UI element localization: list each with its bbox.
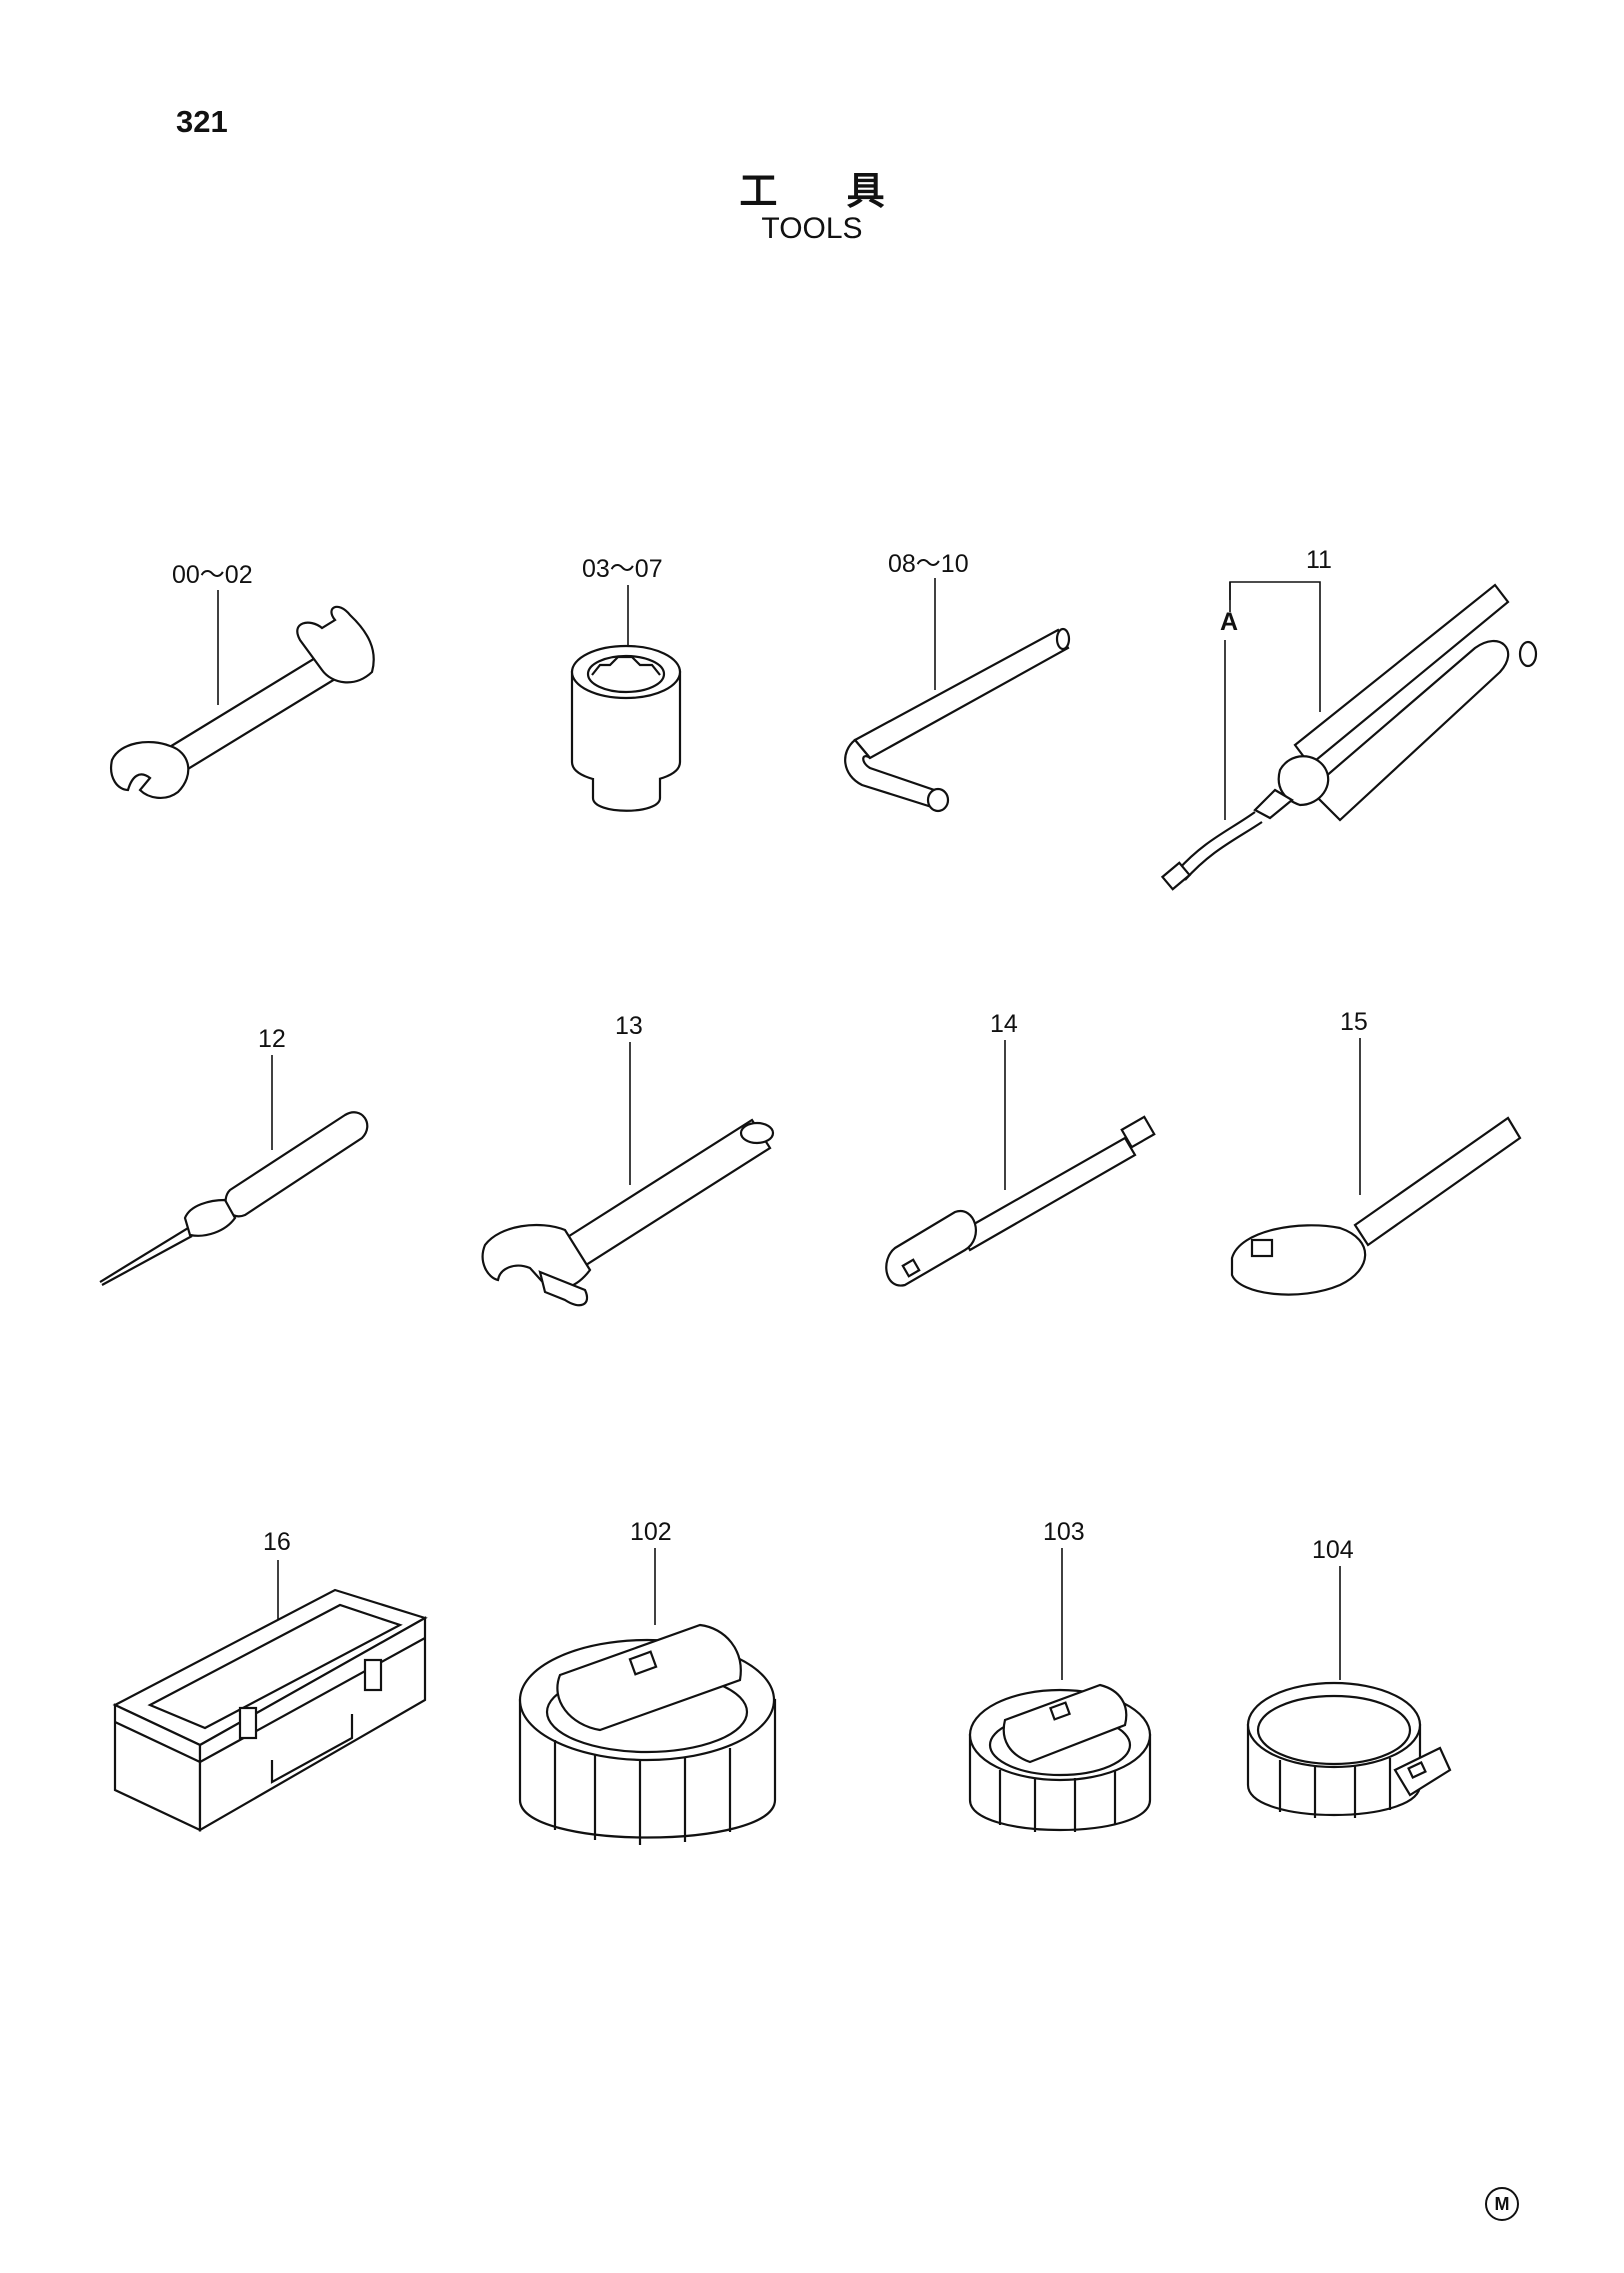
hex-key-drawing: 08～10 <box>844 550 1071 813</box>
spanner-drawing: 00～02 <box>110 561 375 799</box>
filter-wrench-104-label: 104 <box>1312 1536 1354 1564</box>
corner-mark-icon: M <box>1485 2187 1519 2221</box>
filter-wrench-102-drawing: 102 <box>518 1518 777 1845</box>
grease-gun-label: 11 <box>1306 546 1332 574</box>
adjustable-wrench-drawing: 13 <box>481 1012 775 1307</box>
filter-wrench-104-drawing: 104 <box>1246 1536 1452 1818</box>
socket-label: 03～07 <box>582 555 663 583</box>
page-title-japanese: 工 具 <box>739 169 913 213</box>
tool-box-label: 16 <box>263 1528 291 1556</box>
extension-bar-label: 14 <box>990 1010 1018 1038</box>
filter-wrench-102-label: 102 <box>630 1518 672 1546</box>
extension-bar-drawing: 14 <box>885 1010 1156 1287</box>
ratchet-handle-drawing: 15 <box>1230 1008 1522 1296</box>
page-number: 321 <box>176 104 228 139</box>
filter-wrench-103-drawing: 103 <box>968 1518 1152 1832</box>
adjustable-wrench-label: 13 <box>615 1012 643 1040</box>
socket-drawing: 03～07 <box>570 555 682 812</box>
filter-wrench-103-label: 103 <box>1043 1518 1085 1546</box>
grease-gun-drawing: 11 A <box>1160 546 1538 891</box>
ratchet-handle-label: 15 <box>1340 1008 1368 1036</box>
spanner-label: 00～02 <box>172 561 253 589</box>
screwdriver-label: 12 <box>258 1025 286 1053</box>
hex-key-label: 08～10 <box>888 550 969 578</box>
grease-gun-detail-label: A <box>1220 608 1238 636</box>
tool-box-drawing: 16 <box>112 1528 428 1832</box>
page-title: TOOLS <box>761 212 863 245</box>
screwdriver-drawing: 12 <box>99 1025 369 1286</box>
